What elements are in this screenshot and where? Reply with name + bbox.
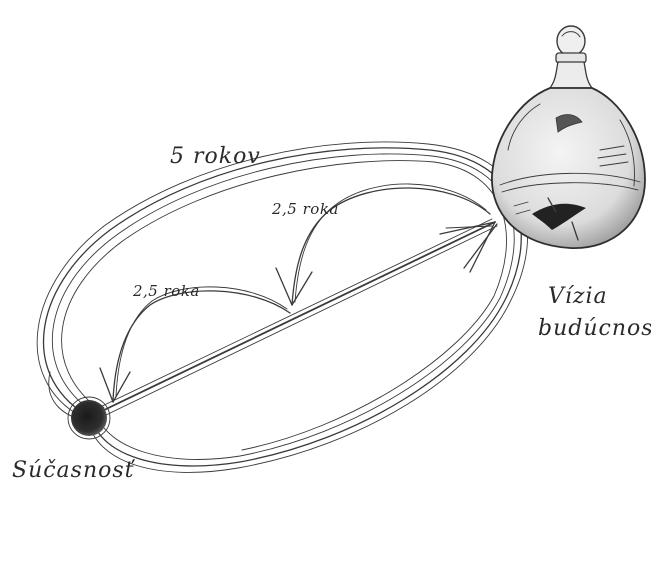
lower-half-label: 2,5 roka (132, 282, 200, 300)
vision-label-line2: budúcnosti (538, 316, 651, 341)
five-years-label: 5 rokov (170, 144, 261, 169)
lower-half-arrow (100, 287, 290, 402)
vision-bottle-icon (492, 26, 645, 248)
vision-label-line1: Vízia (548, 284, 608, 309)
main-arrow (98, 219, 497, 416)
upper-half-label: 2,5 roka (271, 200, 339, 218)
present-point-icon (68, 397, 110, 439)
present-label: Súčasnosť (12, 458, 136, 483)
